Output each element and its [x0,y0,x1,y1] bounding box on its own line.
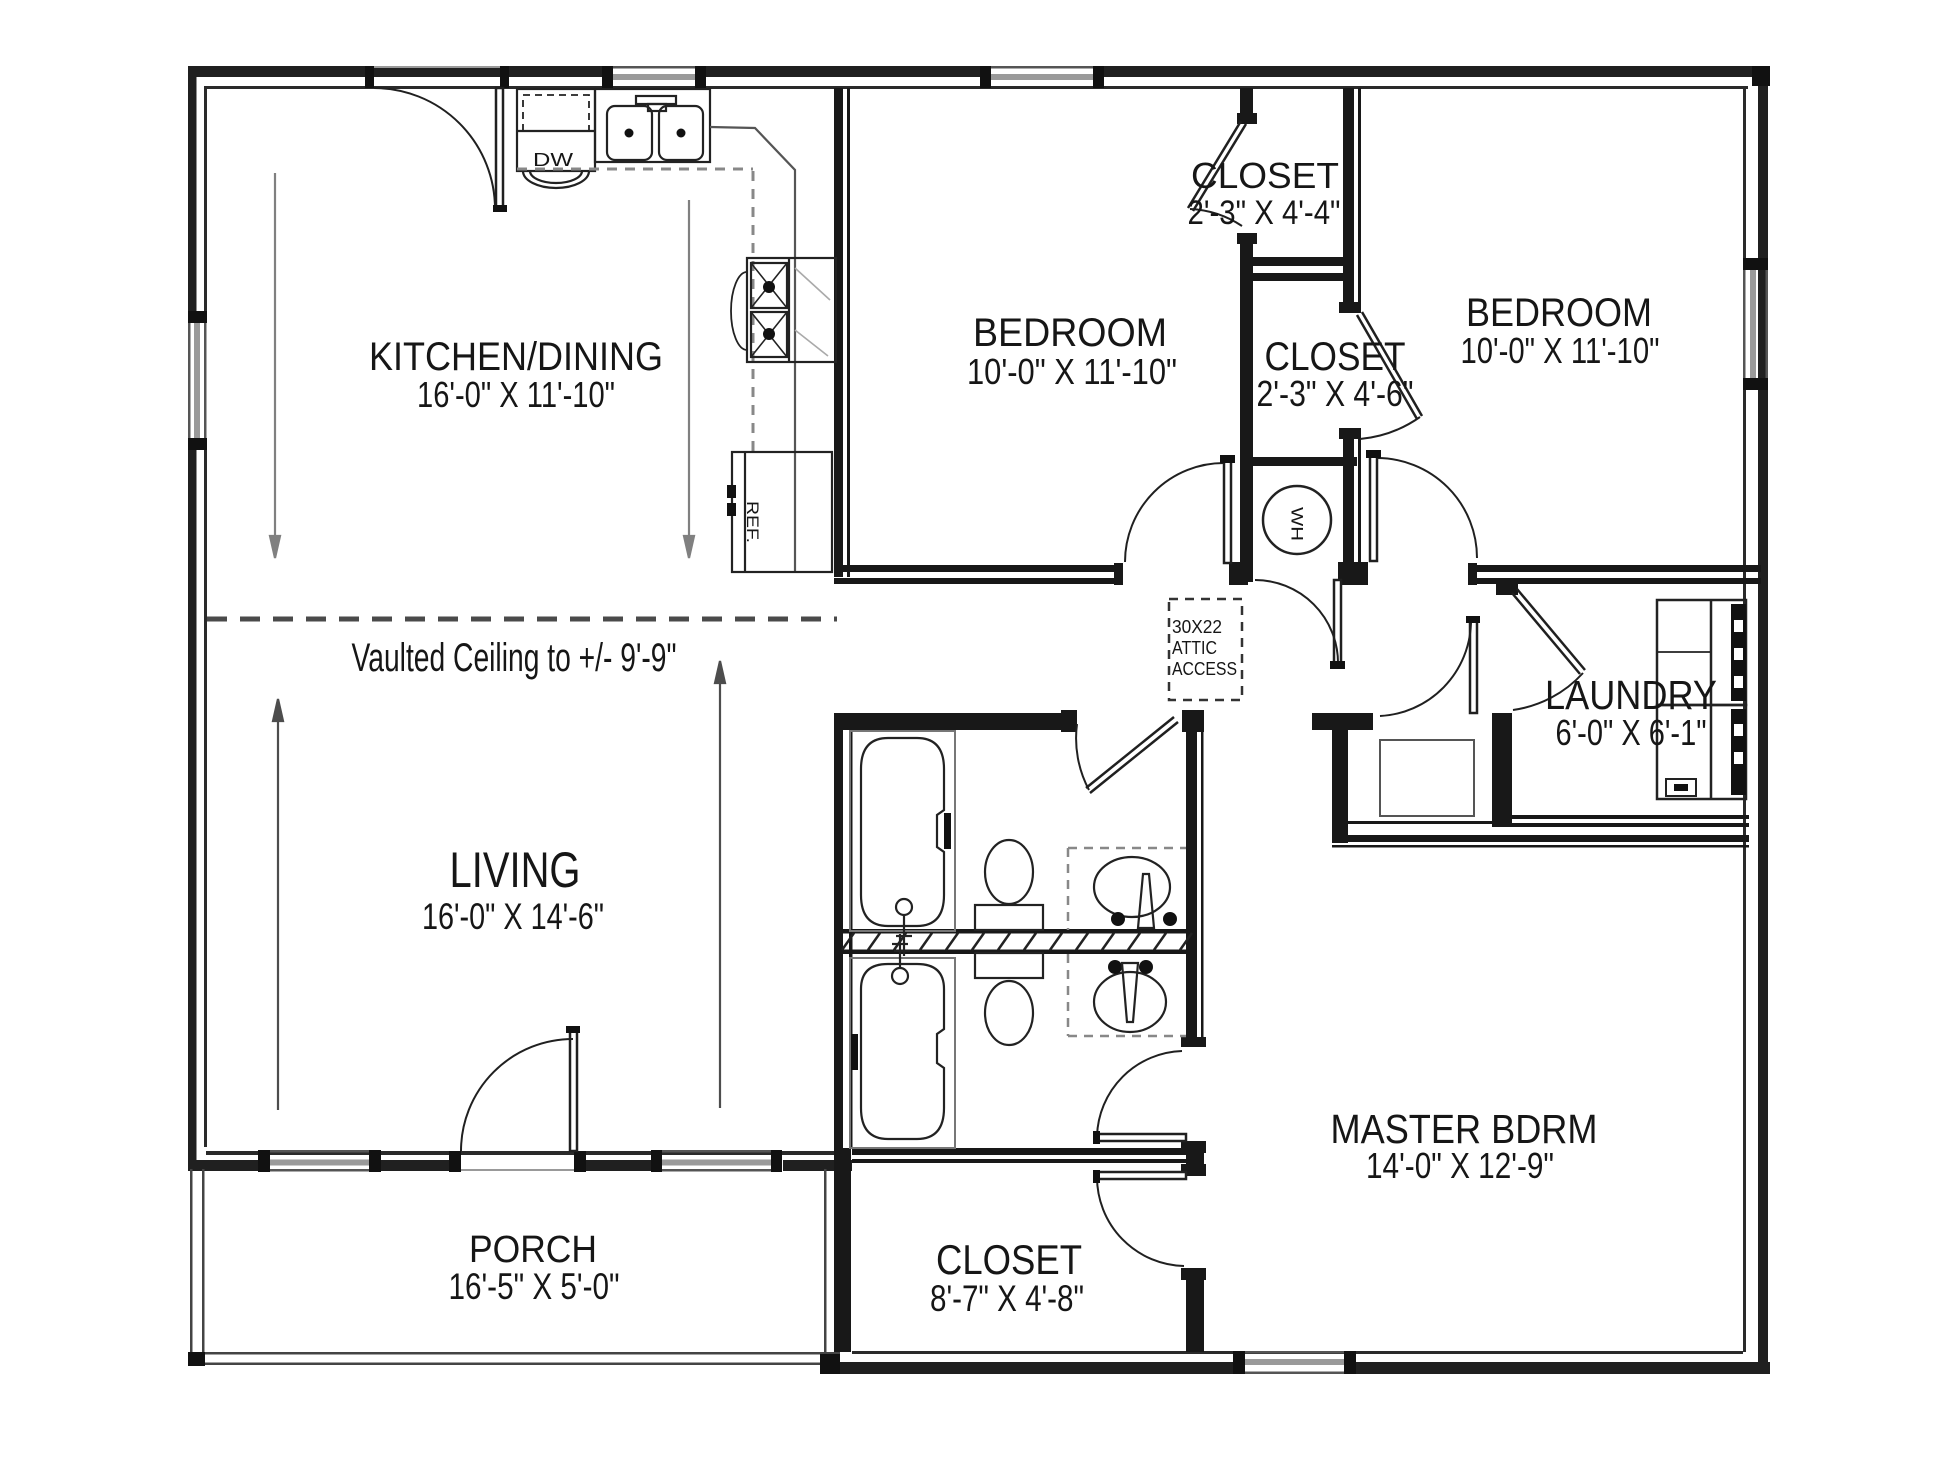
svg-text:CLOSET: CLOSET [1191,155,1339,196]
svg-text:10'-0" X 11'-10": 10'-0" X 11'-10" [1461,330,1660,371]
svg-text:8'-7" X 4'-8": 8'-7" X 4'-8" [930,1278,1084,1319]
svg-text:16'-0" X 11'-10": 16'-0" X 11'-10" [417,374,615,415]
svg-text:2'-3" X 4'-4": 2'-3" X 4'-4" [1188,194,1341,232]
svg-text:14'-0" X 12'-9": 14'-0" X 12'-9" [1366,1145,1554,1186]
svg-text:CLOSET: CLOSET [936,1236,1082,1283]
svg-text:Vaulted Ceiling to +/- 9'-9": Vaulted Ceiling to +/- 9'-9" [352,636,677,680]
svg-text:16'-0" X 14'-6": 16'-0" X 14'-6" [422,896,604,937]
svg-text:30X22: 30X22 [1172,617,1222,637]
svg-text:BEDROOM: BEDROOM [973,311,1167,355]
svg-text:KITCHEN/DINING: KITCHEN/DINING [369,335,663,379]
svg-text:BEDROOM: BEDROOM [1466,291,1652,335]
svg-text:6'-0" X 6'-1": 6'-0" X 6'-1" [1556,712,1707,753]
svg-text:10'-0" X 11'-10": 10'-0" X 11'-10" [967,351,1177,392]
svg-text:16'-5" X 5'-0": 16'-5" X 5'-0" [449,1266,620,1307]
svg-text:ATTIC: ATTIC [1172,638,1217,658]
svg-text:2'-3" X 4'-6": 2'-3" X 4'-6" [1257,373,1414,414]
svg-text:MASTER BDRM: MASTER BDRM [1331,1106,1598,1152]
svg-text:PORCH: PORCH [469,1229,597,1271]
svg-text:REF.: REF. [743,501,762,543]
svg-text:CLOSET: CLOSET [1265,335,1406,379]
svg-text:LAUNDRY: LAUNDRY [1545,672,1717,718]
svg-text:LIVING: LIVING [450,842,581,898]
svg-text:DW: DW [533,150,573,170]
svg-text:ACCESS: ACCESS [1172,659,1237,679]
svg-text:WH: WH [1288,507,1307,541]
